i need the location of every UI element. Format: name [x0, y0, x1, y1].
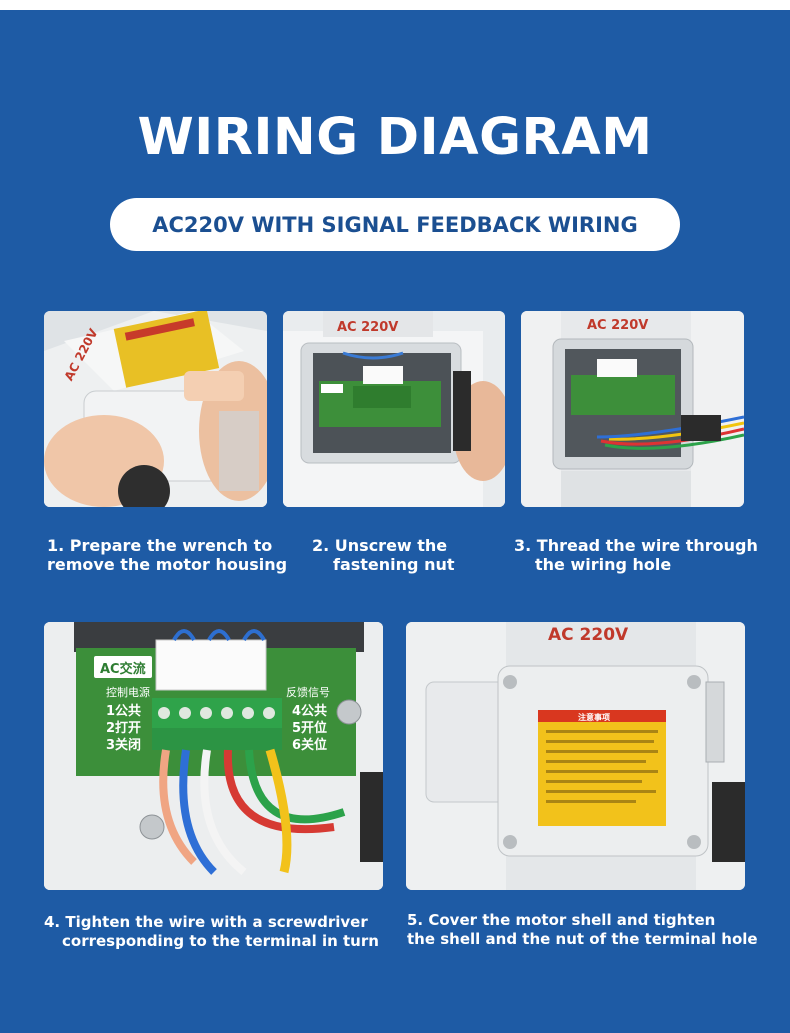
step-3-caption: 3. Thread the wire through the wiring ho…: [514, 536, 758, 574]
open-terminal-box-image: AC 220V: [283, 311, 505, 507]
terminal-right-line-3: 6关位: [292, 737, 327, 753]
step-2-line-1: 2. Unscrew the: [312, 536, 448, 555]
terminal-right-line-1: 4公共: [292, 703, 327, 719]
terminal-left-line-1: 1公共: [106, 703, 141, 719]
step-5-caption: 5. Cover the motor shell and tighten the…: [407, 911, 758, 949]
step-5-line-2: the shell and the nut of the terminal ho…: [407, 930, 758, 948]
step-1-line-2: remove the motor housing: [47, 555, 288, 574]
step-4-photo: AC交流 控制电源 1公共 2打开 3关闭 反馈信号 4公共 5开位 6关位: [44, 622, 383, 890]
voltage-label: AC 220V: [548, 625, 629, 645]
step-2-photo: AC 220V: [283, 311, 505, 507]
page-title: WIRING DIAGRAM: [137, 108, 653, 167]
step-3-photo: AC 220V: [521, 311, 744, 507]
voltage-label: AC 220V: [337, 320, 398, 335]
terminal-left-line-3: 3关闭: [106, 737, 141, 753]
step-4-caption: 4. Tighten the wire with a screwdriver c…: [44, 913, 379, 951]
warning-heading: 注意事项: [578, 712, 610, 722]
voltage-label: AC 220V: [587, 318, 648, 333]
step-4-line-1: 4. Tighten the wire with a screwdriver: [44, 913, 368, 931]
step-1-photo: AC 220V: [44, 311, 267, 507]
step-1-caption: 1. Prepare the wrench to remove the moto…: [47, 536, 287, 574]
step-3-line-1: 3. Thread the wire through: [514, 536, 758, 555]
step-4-line-2: corresponding to the terminal in turn: [62, 932, 379, 950]
subtitle-text: AC220V WITH SIGNAL FEEDBACK WIRING: [152, 212, 638, 237]
terminal-left-header: 控制电源: [106, 685, 150, 699]
terminal-badge: AC交流: [100, 661, 146, 677]
step-1-line-1: 1. Prepare the wrench to: [47, 536, 273, 555]
step-2-line-2: fastening nut: [333, 555, 455, 574]
step-3-line-2: the wiring hole: [535, 555, 672, 574]
terminal-left-line-2: 2打开: [106, 720, 141, 736]
motor-housing-hands-image: AC 220V: [44, 311, 267, 507]
terminal-board-closeup-image: AC交流 控制电源 1公共 2打开 3关闭 反馈信号 4公共 5开位 6关位: [44, 622, 383, 890]
wire-through-hole-image: AC 220V: [521, 311, 744, 507]
terminal-right-header: 反馈信号: [286, 686, 330, 699]
step-5-line-1: 5. Cover the motor shell and tighten: [407, 911, 716, 929]
terminal-right-line-2: 5开位: [292, 720, 327, 736]
closed-motor-shell-image: AC 220V 注意事项: [406, 622, 745, 890]
step-2-caption: 2. Unscrew the fastening nut: [312, 536, 455, 574]
subtitle-banner: AC220V WITH SIGNAL FEEDBACK WIRING: [110, 198, 680, 251]
step-5-photo: AC 220V 注意事项: [406, 622, 745, 890]
